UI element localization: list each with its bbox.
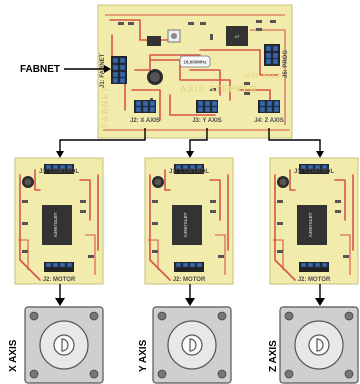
y-axis-header-label: J3: Y AXIS	[192, 118, 222, 124]
z-axis-label: Z AXIS	[268, 340, 279, 372]
z-axis-cable-arrowhead	[316, 151, 324, 158]
silk-text-fabnet: FABNET	[100, 86, 110, 128]
x-axis-label: X AXIS	[8, 339, 19, 372]
svg-text:AT: AT	[234, 34, 240, 39]
main-board: AT 16,000MHz FABNET AXIS STEPPER IEM 201…	[98, 5, 292, 138]
x-axis-cable-arrowhead	[56, 151, 64, 158]
x-motor-arrowhead	[55, 298, 65, 306]
y-stepper-motor	[153, 307, 231, 383]
x-stepper-motor	[25, 307, 103, 383]
z-motor-arrowhead	[315, 298, 325, 306]
driver-board-z: J1: CONTROL A3967SLBT J2: MOTOR	[270, 158, 358, 284]
regulator	[147, 36, 161, 46]
silk-text-iem: IEM 2013	[243, 73, 281, 80]
z-stepper-motor	[280, 307, 358, 383]
y-control-label: J1: CONTROL	[169, 169, 209, 175]
silk-text-axis: AXIS STEPPER	[180, 84, 258, 94]
x-chip-label: A3967SLBT	[53, 212, 58, 237]
z-control-label: J1: CONTROL	[294, 169, 334, 175]
z-axis-header-label: J4: Z AXIS	[254, 118, 283, 124]
y-axis-cable-arrowhead	[186, 151, 194, 158]
crystal-label: 16,000MHz	[183, 60, 207, 65]
x-axis-header-label: J2: X AXIS	[130, 118, 160, 124]
x-control-label: J1: CONTROL	[39, 169, 79, 175]
y-motor-arrowhead	[185, 298, 195, 306]
fabnet-label: FABNET	[20, 64, 60, 75]
prog-header-label: J5: PROG	[283, 50, 289, 78]
y-chip-label: A3967SLBT	[183, 212, 188, 237]
z-motor-label: J2: MOTOR	[298, 277, 331, 283]
z-chip-label: A3967SLBT	[308, 212, 313, 237]
x-motor-label: J2: MOTOR	[43, 277, 76, 283]
driver-board-x: J1: CONTROL A3967SLBT J2: MOTOR	[15, 158, 103, 284]
y-motor-label: J2: MOTOR	[173, 277, 206, 283]
driver-board-y: J1: CONTROL A3967SLBT J2: MOTOR	[145, 158, 233, 284]
y-axis-label: Y AXIS	[138, 339, 149, 372]
